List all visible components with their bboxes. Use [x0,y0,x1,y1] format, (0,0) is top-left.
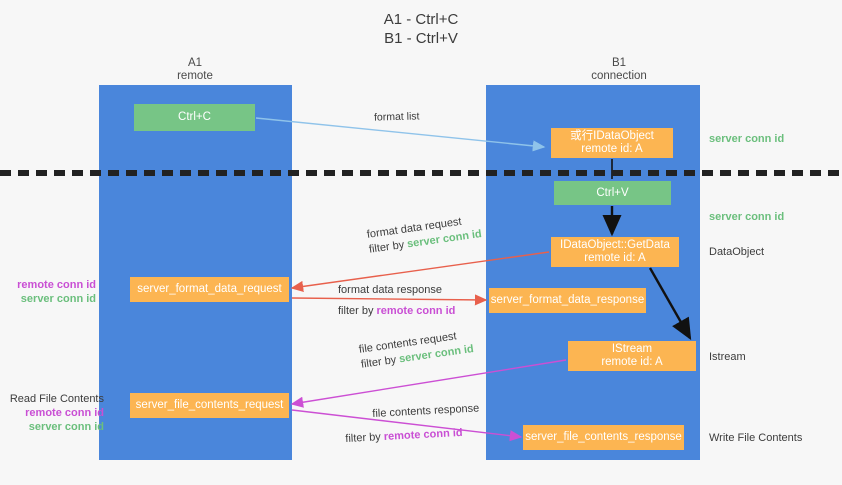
filter-prefix-4: filter by [345,430,385,445]
box-istream[interactable]: IStream remote id: A [568,341,696,371]
label-server-conn-id-second: server conn id [709,211,785,223]
arrow-format-data-response [291,294,488,306]
box-idataobject-getdata[interactable]: IDataObject::GetData remote id: A [551,237,679,267]
filter-value-remote-conn-id: remote conn id [376,305,456,317]
column-header-b1: B1 connection [591,57,647,82]
annotation-file-contents-request: file contents request filter by server c… [358,327,475,373]
filter-prefix-2: filter by [338,305,377,317]
label-read-file-contents: Read File Contents [9,393,104,405]
annotation-format-data-request: format data request filter by server con… [366,212,483,258]
label-conn-ids-format: remote conn id server conn id [8,278,96,306]
label-server-conn-id-2: server conn id [28,421,104,433]
box-server-format-data-request[interactable]: server_format_data_request [130,277,289,302]
label-server-conn-id-top: server conn id [709,133,785,145]
annotation-file-contents-response-filter: filter by remote conn id [345,426,463,447]
page-title: A1 - Ctrl+C B1 - Ctrl+V [383,11,459,47]
label-server-conn-id: server conn id [20,293,96,305]
box-ctrl-c[interactable]: Ctrl+C [134,104,255,131]
filter-prefix-3: filter by [360,353,401,371]
label-dataobject: DataObject [709,246,765,258]
label-conn-ids-file: Read File Contents remote conn id server… [8,392,104,434]
phase-divider [0,170,842,176]
annotation-format-data-response-filter: filter by remote conn id [338,304,455,319]
annotation-file-contents-response: file contents response [372,402,480,420]
filter-prefix: filter by [368,238,409,256]
label-remote-conn-id: remote conn id [17,279,96,291]
box-server-file-contents-response[interactable]: server_file_contents_response [523,425,684,450]
annotation-format-data-response: format data response [338,284,442,296]
filter-value-remote-conn-id-2: remote conn id [383,426,463,443]
annotation-format-list: format list [373,110,420,124]
box-idataobject[interactable]: 或行IDataObject remote id: A [551,128,673,158]
box-server-file-contents-request[interactable]: server_file_contents_request [130,393,289,418]
label-istream: Istream [709,351,746,363]
column-header-a1: A1 remote [177,57,213,82]
box-server-format-data-response[interactable]: server_format_data_response [489,288,646,313]
label-remote-conn-id-2: remote conn id [25,407,104,419]
label-write-file-contents: Write File Contents [709,432,803,444]
box-ctrl-v[interactable]: Ctrl+V [554,181,671,205]
